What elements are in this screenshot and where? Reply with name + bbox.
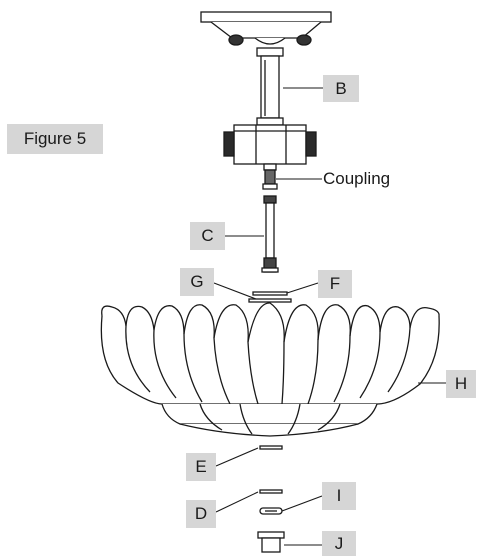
callout-e: E bbox=[186, 453, 216, 481]
finial-j bbox=[257, 531, 285, 553]
downrod bbox=[256, 47, 284, 126]
figure-label: Figure 5 bbox=[7, 124, 103, 154]
ceiling-canopy bbox=[200, 11, 332, 46]
junction-housing bbox=[223, 124, 317, 165]
washer-f bbox=[252, 291, 288, 296]
callout-i: I bbox=[322, 482, 356, 510]
callout-h: H bbox=[446, 370, 476, 398]
callout-d: D bbox=[186, 500, 216, 528]
coupling-part bbox=[262, 163, 278, 190]
threaded-rod bbox=[261, 195, 279, 273]
callout-coupling: Coupling bbox=[323, 169, 391, 188]
leader-lines bbox=[213, 87, 446, 546]
callout-b: B bbox=[323, 75, 359, 102]
glass-bowl bbox=[100, 302, 440, 437]
callout-j: J bbox=[322, 531, 356, 556]
callout-c: C bbox=[190, 222, 225, 250]
washer-g bbox=[248, 298, 292, 303]
washer-e bbox=[259, 445, 283, 450]
washer-d bbox=[259, 489, 283, 494]
callout-g: G bbox=[180, 268, 214, 296]
callout-f: F bbox=[318, 270, 352, 298]
lock-ring-i bbox=[259, 507, 283, 515]
